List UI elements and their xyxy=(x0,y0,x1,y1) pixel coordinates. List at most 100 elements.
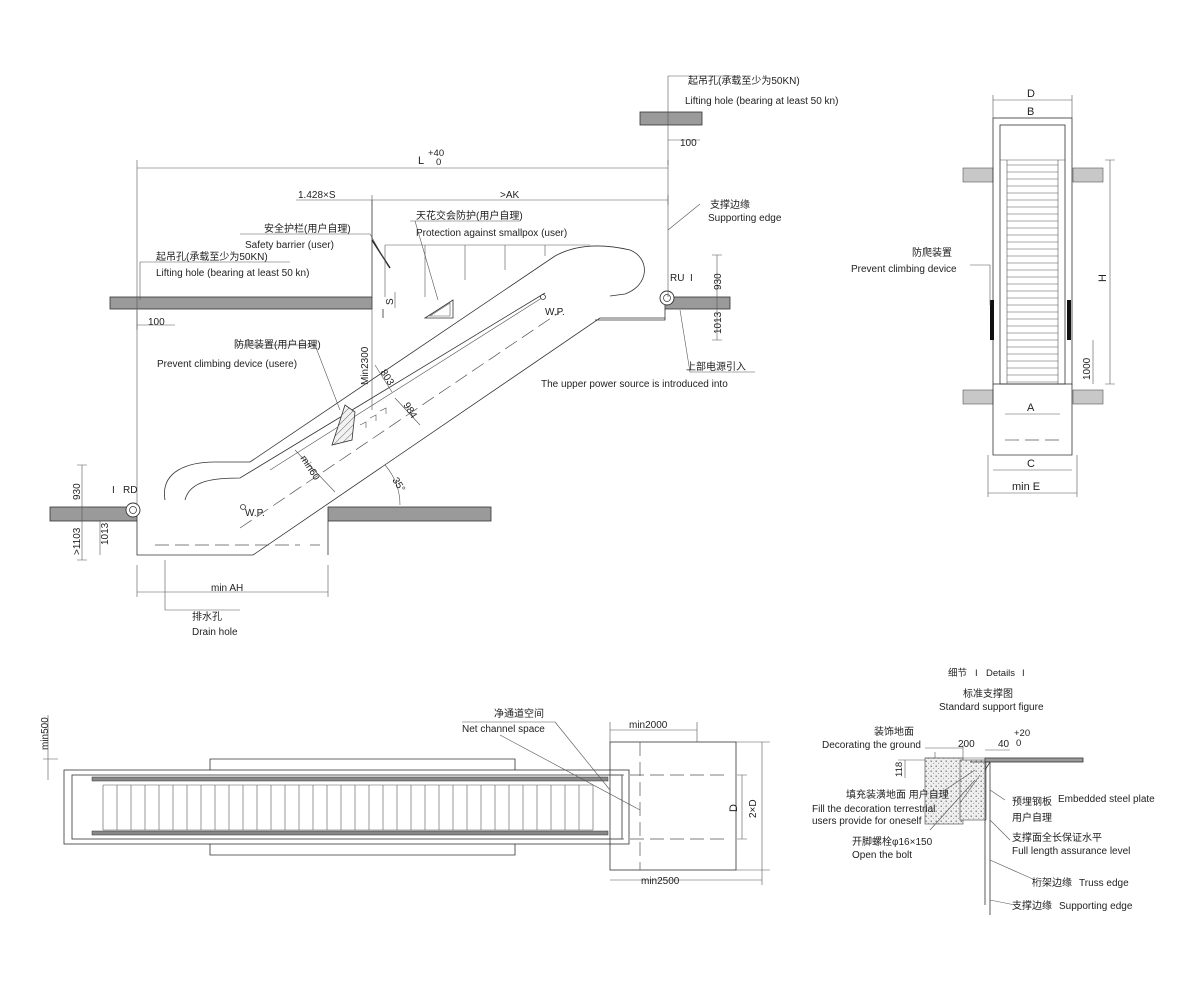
safety-barrier-en: Safety barrier (user) xyxy=(245,240,334,251)
drain-hole-cn: 排水孔 xyxy=(192,610,222,623)
plan-steps xyxy=(102,784,594,831)
net-channel-space xyxy=(609,741,737,871)
dim-1103: >1103 xyxy=(72,527,83,555)
min-ah: min AH xyxy=(211,583,243,594)
dim-930-bottom: 930 xyxy=(72,483,83,500)
lower-pit xyxy=(136,521,253,556)
plan-dim-D: D xyxy=(728,804,740,812)
end-dim-minE: min E xyxy=(1012,481,1040,493)
ceiling-protect-en: Protection against smallpox (user) xyxy=(416,228,567,239)
wp-top-label: W.P. xyxy=(545,307,565,318)
escalator-truss-bottom xyxy=(252,317,665,556)
plan-min500: min500 xyxy=(40,717,51,750)
net-space-cn: 净通道空间 xyxy=(494,707,544,720)
dim-AK: >AK xyxy=(500,190,520,201)
detail-concrete-block xyxy=(924,757,964,825)
fill-en-1: Fill the decoration terrestrial xyxy=(812,804,935,815)
end-dim-1000: 1000 xyxy=(1082,357,1093,380)
plan-min2000: min2000 xyxy=(629,720,668,731)
dim-930-top: 930 xyxy=(713,273,724,290)
detail-fill-area xyxy=(959,759,987,821)
support-cn: 支撑边缘 xyxy=(1012,899,1052,912)
safety-barrier-cn: 安全护栏(用户自理) xyxy=(264,222,351,235)
detail-dim-118: 118 xyxy=(894,762,905,777)
upper-pit xyxy=(382,309,666,321)
detail-dim-40: 40 xyxy=(998,739,1010,750)
ceiling-protection-triangle xyxy=(423,299,454,319)
end-dim-C: C xyxy=(1027,458,1035,470)
fill-cn: 填充装潢地面 用户自理 xyxy=(846,788,949,801)
end-dim-D: D xyxy=(1027,88,1035,100)
detail-title-end: I xyxy=(1022,668,1025,679)
dim-100-left: 100 xyxy=(148,317,165,328)
plan-min2500: min2500 xyxy=(641,876,680,887)
dim-1013-bottom: 1013 xyxy=(100,522,111,545)
truss-cn: 桁架边缘 xyxy=(1032,876,1072,889)
end-dim-B: B xyxy=(1027,106,1034,118)
upper-power-cn: 上部电源引入 xyxy=(686,360,746,373)
dim-L: L xyxy=(418,155,424,167)
angle-35: 35° xyxy=(389,476,406,495)
upper-floor-slab-right xyxy=(664,296,731,310)
lifting-hole-left-en: Lifting hole (bearing at least 50 kn) xyxy=(156,268,309,279)
detail-tol-zero: 0 xyxy=(1016,738,1021,749)
upper-floor-slab xyxy=(109,296,373,310)
dim-984: 984 xyxy=(400,401,419,421)
drain-hole-en: Drain hole xyxy=(192,627,238,638)
lifting-hole-top-en: Lifting hole (bearing at least 50 kn) xyxy=(685,96,838,107)
lower-floor-slab-right xyxy=(327,506,492,522)
side-view: 起吊孔(承载至少为50KN) Lifting hole (bearing at … xyxy=(49,75,838,638)
support-edge-en: Supporting edge xyxy=(708,213,782,224)
level-cn: 支撑面全长保证水平 xyxy=(1012,831,1102,844)
anti-climb-cn: 防爬装置(用户自理) xyxy=(234,338,321,351)
rd-marker xyxy=(125,502,141,518)
min2300: Min2300 xyxy=(360,346,371,385)
end-dim-H: H xyxy=(1097,274,1109,282)
detail-title-cn: 细节 xyxy=(948,667,967,679)
rd-label: RD xyxy=(123,485,137,496)
bolt-en: Open the bolt xyxy=(852,850,912,861)
ru-marker xyxy=(659,290,675,306)
truss-en: Truss edge xyxy=(1079,878,1129,889)
level-en: Full length assurance level xyxy=(1012,846,1130,857)
end-view-steps xyxy=(1006,160,1059,384)
steel-plate-en: Embedded steel plate xyxy=(1058,794,1155,805)
mark-I-bottom: I xyxy=(112,485,115,496)
plan-outer-frame xyxy=(63,769,630,845)
detail-dim-200: 200 xyxy=(958,739,975,750)
min60: min60 xyxy=(297,454,321,483)
dim-100-top: 100 xyxy=(680,138,697,149)
wp-top-point xyxy=(540,294,546,300)
fill-en-2: users provide for oneself xyxy=(812,816,922,827)
top-lifting-slab xyxy=(639,111,703,126)
end-view-anti-climb-right xyxy=(1067,300,1071,340)
escalator-truss-inner xyxy=(184,292,546,501)
escalator-truss-top xyxy=(164,245,645,501)
support-edge-cn: 支撑边缘 xyxy=(710,198,750,211)
plan-view: min500 净通道空间 Net channel space min2000 D… xyxy=(40,707,770,887)
dim-L-tol-zero: 0 xyxy=(436,157,441,168)
detail-tol-plus20: +20 xyxy=(1014,728,1030,739)
lower-floor-slab-left xyxy=(49,506,138,522)
anti-climb-device xyxy=(331,404,356,446)
decorate-cn: 装饰地面 xyxy=(874,725,914,738)
end-view: D B H 防爬装置 Prevent climbing device 1000 … xyxy=(851,88,1115,497)
lifting-hole-left-cn: 起吊孔(承载至少为50KN) xyxy=(156,251,268,263)
end-anti-climb-en: Prevent climbing device xyxy=(851,264,957,275)
end-view-frame xyxy=(992,117,1073,385)
dim-1428S: 1.428×S xyxy=(298,190,336,201)
steel-plate-cn: 预埋钢板 xyxy=(1012,795,1052,808)
dim-L-tol-plus: +40 xyxy=(428,148,444,159)
end-view-anti-climb-left xyxy=(990,300,994,340)
wp-bottom-point xyxy=(240,504,246,510)
mark-I-top: I xyxy=(690,273,693,284)
detail-title-sep: I xyxy=(975,668,978,679)
dim-1013-top: 1013 xyxy=(713,311,724,334)
decorate-en: Decorating the ground xyxy=(822,740,921,751)
ceiling-protect-cn: 天花交会防护(用户自理) xyxy=(416,209,523,222)
end-anti-climb-cn: 防爬装置 xyxy=(912,246,952,259)
lifting-hole-top-cn: 起吊孔(承载至少为50KN) xyxy=(688,75,800,87)
dim-S: S xyxy=(385,298,396,305)
detail-subtitle-en: Standard support figure xyxy=(939,702,1044,713)
